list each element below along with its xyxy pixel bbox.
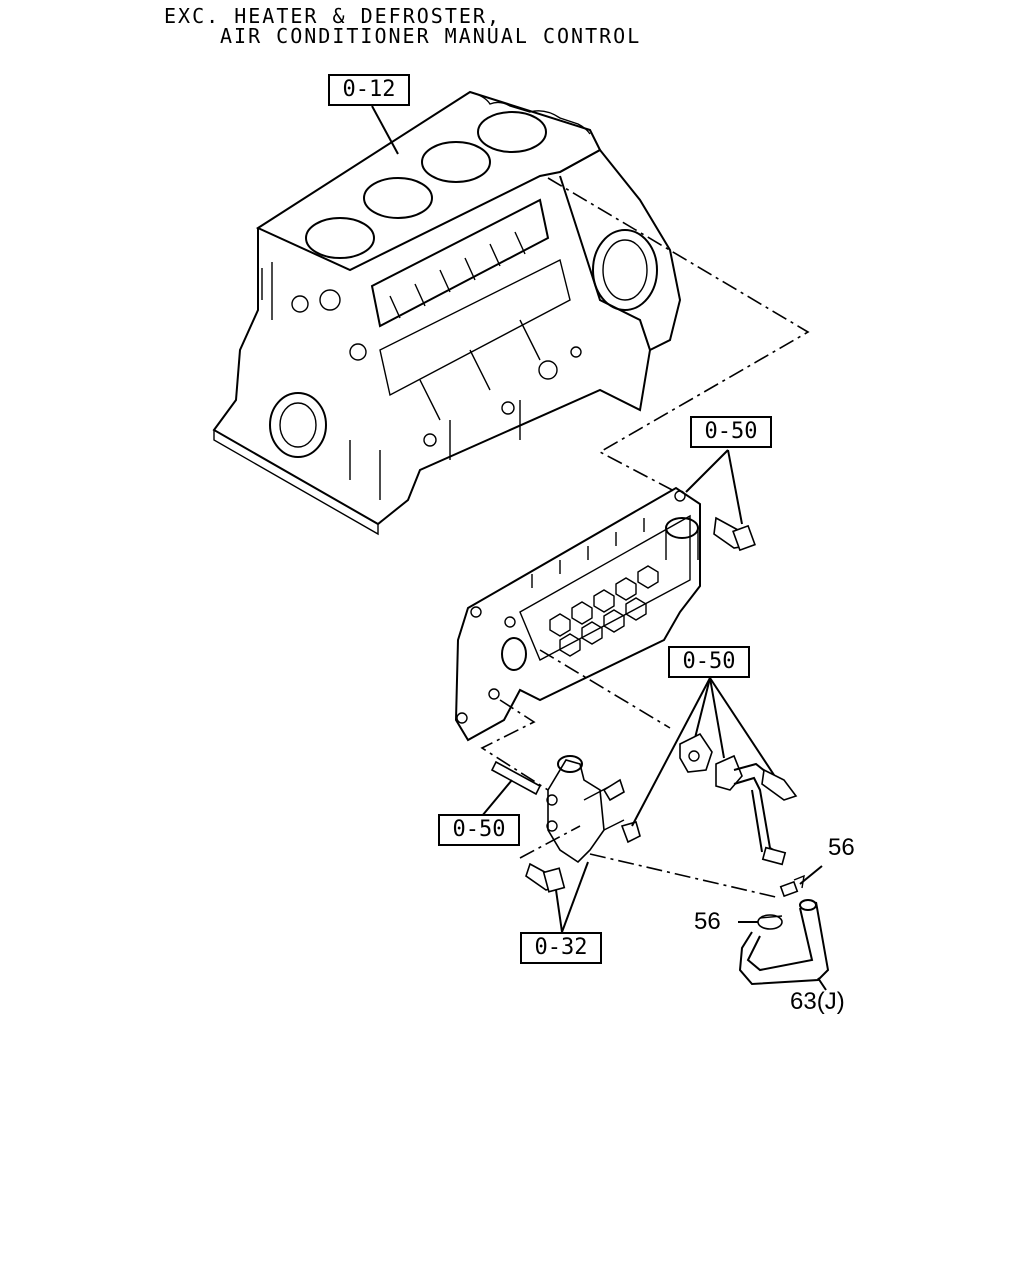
- align-line-1: [547, 177, 810, 493]
- leaders-0-50-right: [631, 677, 777, 827]
- water-inlet-housing[interactable]: [546, 755, 625, 864]
- ref-box-0-50-top[interactable]: 0-50: [690, 416, 772, 448]
- clamp-56-left[interactable]: [757, 914, 783, 930]
- ref-box-0-12[interactable]: 0-12: [328, 74, 410, 106]
- ref-label-0-32: 0-32: [534, 935, 588, 960]
- ref-box-0-32[interactable]: 0-32: [520, 932, 602, 964]
- cylinder-block[interactable]: [212, 90, 682, 536]
- clamp-56-right[interactable]: [779, 874, 805, 898]
- leader-0-32-a: [555, 889, 563, 933]
- bolt-top[interactable]: [713, 516, 756, 552]
- leader-0-50-top-a: [685, 449, 729, 493]
- leader-56-right: [799, 865, 823, 885]
- align-line-5: [589, 853, 781, 899]
- align-line-4: [519, 825, 581, 859]
- leader-0-50-left: [481, 779, 513, 817]
- stud-bolt-left[interactable]: [490, 760, 542, 796]
- leader-0-12: [371, 105, 399, 155]
- water-pipe[interactable]: [715, 754, 787, 866]
- bolt-pipe[interactable]: [761, 768, 798, 801]
- ref-label-0-50-left: 0-50: [452, 817, 506, 842]
- hose-63j[interactable]: [738, 899, 830, 986]
- callout-63j[interactable]: 63(J): [790, 988, 845, 1015]
- leader-0-32-b: [561, 861, 589, 933]
- leader-63j: [817, 977, 827, 991]
- align-line-2: [539, 649, 671, 729]
- ref-box-0-50-left[interactable]: 0-50: [438, 814, 520, 846]
- bolt-lower[interactable]: [525, 862, 566, 893]
- header-line-2: AIR CONDITIONER MANUAL CONTROL: [220, 24, 642, 48]
- align-line-3: [480, 699, 549, 791]
- callout-56-left[interactable]: 56: [694, 908, 721, 935]
- header-line-1: EXC. HEATER & DEFROSTER,: [164, 4, 501, 28]
- ref-label-0-50-top: 0-50: [704, 419, 758, 444]
- ref-box-0-50-right[interactable]: 0-50: [668, 646, 750, 678]
- callout-56-right[interactable]: 56: [828, 834, 855, 861]
- gasket[interactable]: [679, 732, 713, 773]
- oil-cooler-assembly[interactable]: [454, 486, 701, 742]
- nut-right[interactable]: [620, 821, 641, 844]
- ref-label-0-50-right: 0-50: [682, 649, 736, 674]
- ref-label-0-12: 0-12: [342, 77, 396, 102]
- leader-0-50-top-b: [727, 449, 743, 525]
